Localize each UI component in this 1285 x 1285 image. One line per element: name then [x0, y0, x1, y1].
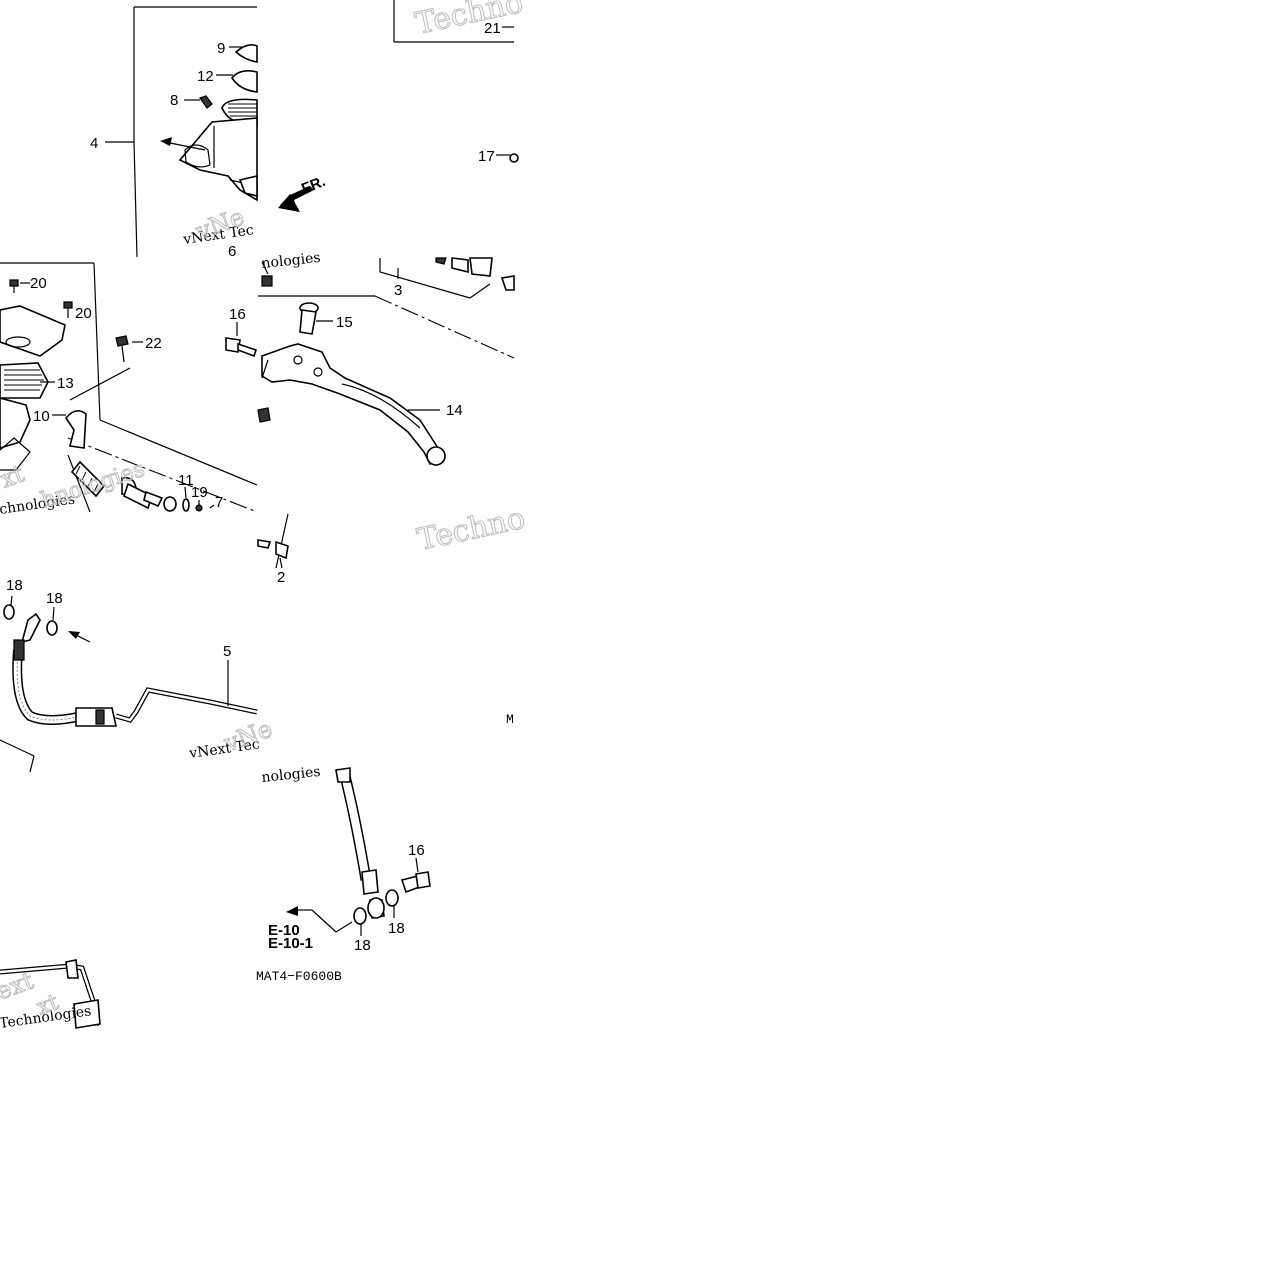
callout-6: 6 [228, 243, 236, 260]
callout-10: 10 [33, 408, 50, 425]
callout-20b: 20 [75, 305, 92, 322]
tile-middle-left [0, 262, 258, 513]
callout-3: 3 [394, 282, 402, 299]
callout-17: 17 [478, 148, 495, 165]
ref-e10-1: E-10-1 [268, 935, 313, 952]
ref-e10: E-10 [268, 922, 300, 939]
watermark: Techno [412, 0, 526, 42]
callout-4: 4 [90, 135, 98, 152]
diagram-code: MAT4−F0600B [256, 969, 342, 984]
callout-16a: 16 [229, 306, 246, 323]
callout-12: 12 [197, 68, 214, 85]
watermark: nologies [261, 250, 322, 272]
tile-top-right [278, 0, 519, 212]
callout-22: 22 [145, 335, 162, 352]
callout-7: 7 [215, 494, 223, 511]
front-label: FR. [299, 173, 328, 198]
tile-lower-middle [286, 767, 431, 936]
callout-16b: 16 [408, 842, 425, 859]
master-cylinder-body [178, 117, 258, 202]
callout-18a: 18 [6, 577, 23, 594]
callout-13: 13 [57, 375, 74, 392]
callout-2: 2 [277, 569, 285, 586]
references: E-10 E-10-1 MAT4−F0600B M [256, 712, 514, 984]
callout-18b: 18 [46, 590, 63, 607]
callout-5: 5 [223, 643, 231, 660]
callout-18c: 18 [354, 937, 371, 954]
callout-18d: 18 [388, 920, 405, 937]
tile-center [225, 257, 515, 569]
callout-8: 8 [170, 92, 178, 109]
pivot-bolt-15 [299, 302, 333, 335]
clamp-10 [65, 410, 87, 449]
bolt-16b [400, 857, 431, 894]
watermark: nologies [261, 764, 322, 786]
clutch-lever-14 [261, 343, 446, 466]
callout-15: 15 [336, 314, 353, 331]
watermarks: Techno vNext Tec vNe nologies Techno vNe… [0, 0, 529, 1032]
callout-21: 21 [484, 20, 501, 37]
washer-18b [46, 620, 58, 636]
washer-18c [353, 907, 367, 925]
watermark: Techno [414, 501, 528, 558]
reservoir-cover [0, 305, 66, 357]
callout-19: 19 [191, 484, 208, 501]
watermark: xt [0, 459, 28, 493]
callout-14: 14 [446, 402, 463, 419]
front-direction-arrow [278, 186, 314, 212]
reservoir-cap [234, 44, 258, 63]
callout-11: 11 [178, 472, 194, 489]
washer-18d [385, 889, 399, 907]
screw-8 [199, 95, 213, 109]
tile-lower-left [0, 595, 258, 1029]
bolt-16a [225, 322, 258, 358]
washer-18a [3, 604, 15, 620]
watermark: hnologies [38, 457, 148, 514]
tile-top-middle [105, 6, 258, 258]
callout-numbers: 9 12 8 4 21 17 6 3 20 20 22 13 10 16 15 … [6, 20, 501, 954]
callout-20a: 20 [30, 275, 47, 292]
callout-9: 9 [217, 40, 225, 57]
diagram-code-fragment: M [506, 712, 514, 727]
piston-kit [70, 460, 215, 512]
reservoir-plate [231, 70, 258, 93]
